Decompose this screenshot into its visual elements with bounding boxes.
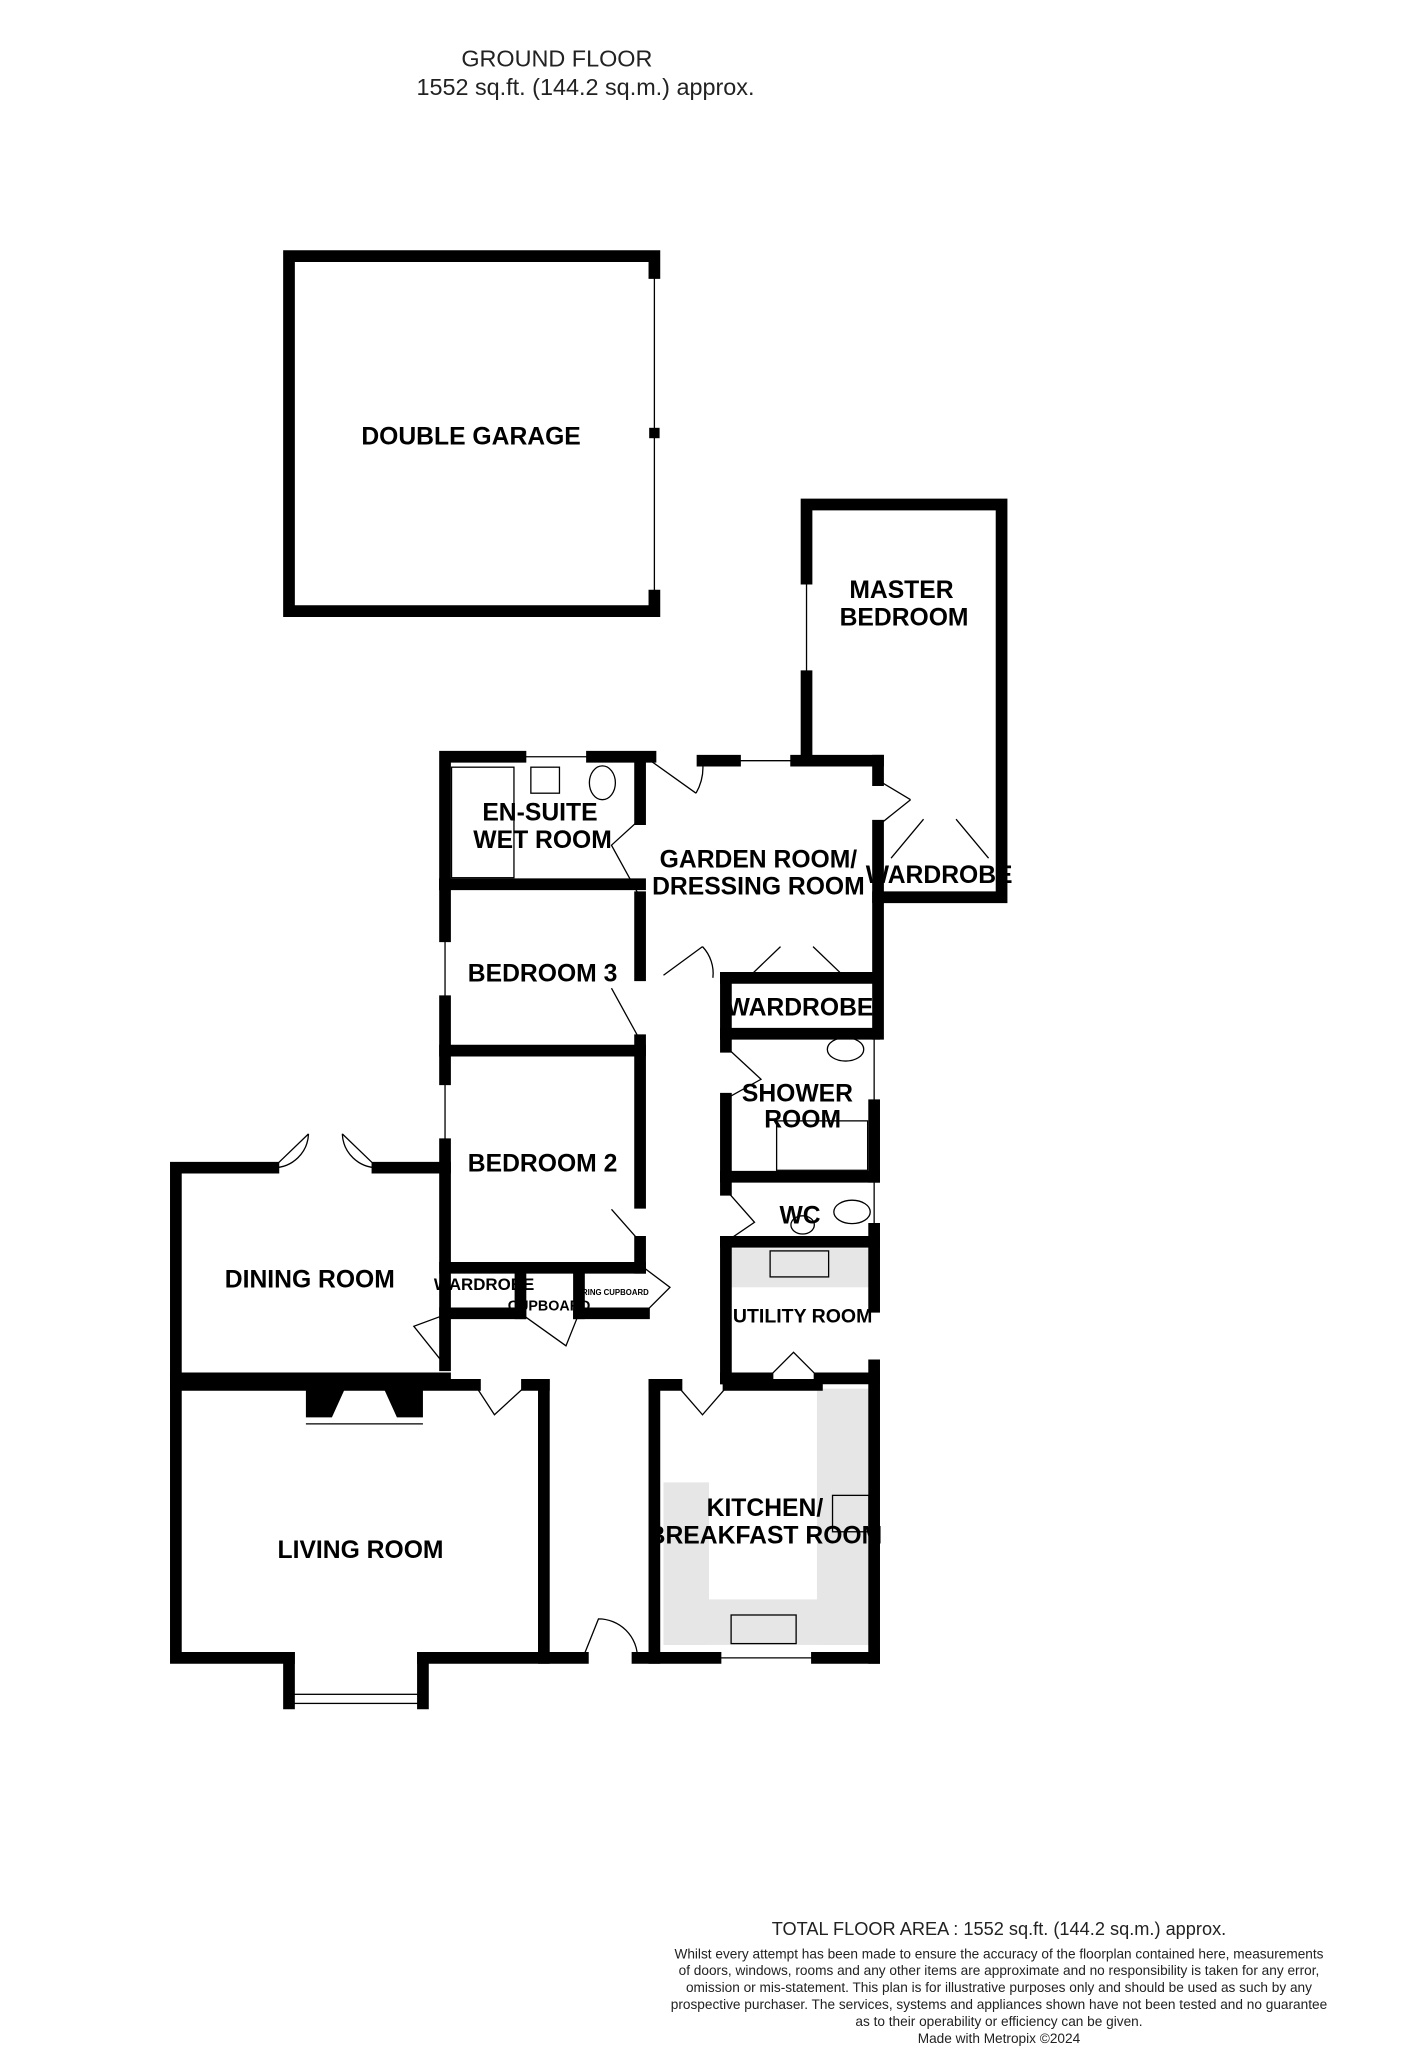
label-ensuite-2: WET ROOM bbox=[473, 827, 612, 854]
kitchen-worktops bbox=[663, 1248, 872, 1645]
label-utility-room: UTILITY ROOM bbox=[733, 1305, 872, 1327]
garage-walls bbox=[283, 250, 661, 618]
label-wardrobe-hall: WARDROBE bbox=[727, 995, 874, 1022]
label-shower-1: SHOWER bbox=[742, 1080, 853, 1107]
label-garden-room-1: GARDEN ROOM/ bbox=[660, 846, 858, 873]
label-garden-room-2: DRESSING ROOM bbox=[652, 874, 865, 901]
disclaimer-line: Whilst every attempt has been made to en… bbox=[674, 1946, 1323, 1961]
credit: Made with Metropix ©2024 bbox=[918, 2031, 1081, 2046]
bathroom-fixtures bbox=[450, 765, 871, 1645]
label-kitchen-2: BREAKFAST ROOM bbox=[648, 1522, 883, 1549]
fireplace bbox=[305, 1388, 423, 1425]
disclaimer-line: prospective purchaser. The services, sys… bbox=[671, 1997, 1327, 2012]
disclaimer-line: of doors, windows, rooms and any other i… bbox=[679, 1963, 1320, 1978]
total-floor-area: TOTAL FLOOR AREA : 1552 sq.ft. (144.2 sq… bbox=[772, 1919, 1227, 1939]
label-kitchen-1: KITCHEN/ bbox=[707, 1495, 824, 1522]
disclaimer-line: as to their operability or efficiency ca… bbox=[855, 2014, 1142, 2029]
label-ensuite-1: EN-SUITE bbox=[482, 800, 597, 827]
label-double-garage: DOUBLE GARAGE bbox=[361, 424, 580, 451]
disclaimer-line: omission or mis-statement. This plan is … bbox=[686, 1980, 1312, 1995]
label-shower-2: ROOM bbox=[764, 1106, 841, 1133]
door-swings bbox=[272, 760, 990, 1659]
label-master-bedroom-2: BEDROOM bbox=[840, 604, 969, 631]
label-bedroom-3: BEDROOM 3 bbox=[468, 961, 618, 988]
label-dining-room: DINING ROOM bbox=[225, 1266, 395, 1293]
floor-area: 1552 sq.ft. (144.2 sq.m.) approx. bbox=[416, 74, 754, 100]
label-wardrobe-master: WARDROBE bbox=[866, 862, 1013, 889]
bay-window bbox=[283, 1652, 429, 1710]
label-master-bedroom-1: MASTER bbox=[849, 577, 953, 604]
label-airing-cupboard: AIRING CUPBOARD bbox=[574, 1288, 649, 1297]
label-bedroom-2: BEDROOM 2 bbox=[468, 1151, 618, 1178]
label-wc: WC bbox=[779, 1203, 820, 1230]
label-wardrobe-b2: WARDROBE bbox=[434, 1275, 534, 1294]
label-cupboard: CUPBOARD bbox=[508, 1299, 591, 1315]
label-living-room: LIVING ROOM bbox=[278, 1537, 444, 1564]
floor-title: GROUND FLOOR bbox=[461, 45, 652, 71]
walls bbox=[170, 498, 1008, 1664]
